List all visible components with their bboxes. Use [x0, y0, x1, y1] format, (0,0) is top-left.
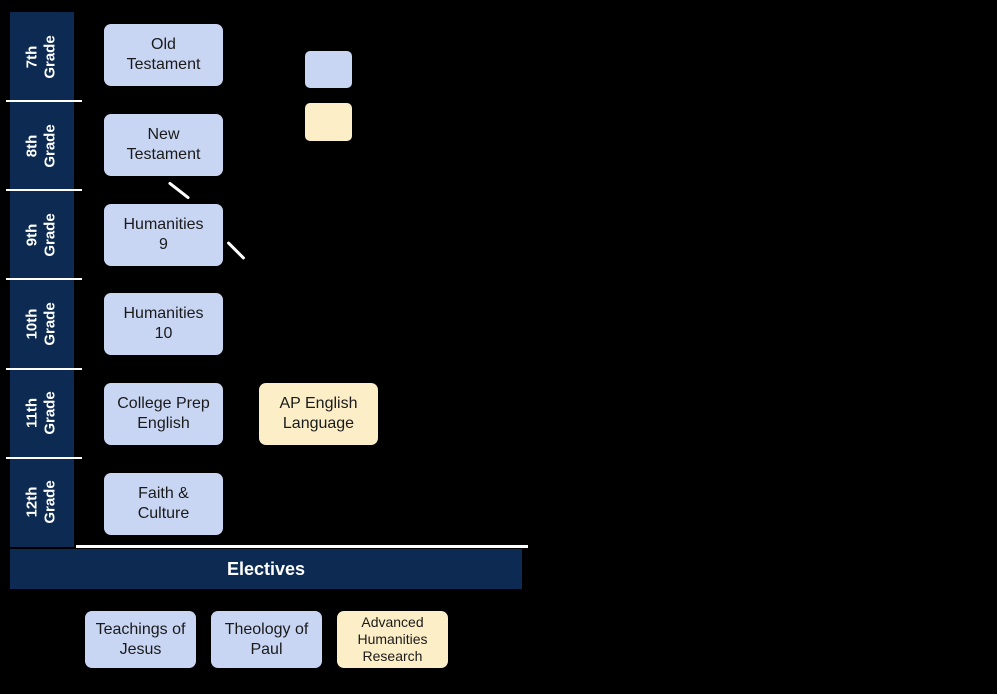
grade-9th: 9th Grade — [10, 190, 74, 279]
grade-12th-label: 12th Grade — [24, 480, 60, 523]
grade-11th-label: 11th Grade — [24, 391, 60, 434]
elective-advanced-humanities-research: Advanced Humanities Research — [337, 611, 448, 668]
grade-11th-word: Grade — [41, 390, 59, 435]
grade-divider — [6, 368, 82, 370]
grade-7th-label: 7th Grade — [24, 35, 60, 78]
grade-7th: 7th Grade — [10, 12, 74, 101]
grade-11th-number: 11th — [23, 397, 41, 428]
grade-12th: 12th Grade — [10, 457, 74, 546]
grade-8th-number: 8th — [23, 134, 41, 157]
course-old-testament: Old Testament — [104, 24, 223, 86]
course-humanities-10: Humanities 10 — [104, 293, 223, 355]
grade-8th: 8th Grade — [10, 101, 74, 190]
course-ap-english-language: AP English Language — [259, 383, 378, 445]
grade-10th: 10th Grade — [10, 279, 74, 368]
course-humanities-9: Humanities 9 — [104, 204, 223, 266]
grade-12th-number: 12th — [23, 486, 41, 517]
connector-dash — [167, 181, 191, 200]
grade-11th: 11th Grade — [10, 368, 74, 457]
elective-theology-of-paul: Theology of Paul — [211, 611, 322, 668]
grade-7th-word: Grade — [41, 34, 59, 79]
electives-divider — [76, 545, 528, 548]
legend-standard-swatch — [305, 51, 352, 88]
grade-9th-word: Grade — [41, 212, 59, 257]
connector-dash — [226, 240, 246, 261]
grade-divider — [6, 278, 82, 280]
course-college-prep-english: College Prep English — [104, 383, 223, 445]
grade-divider — [6, 189, 82, 191]
grade-10th-number: 10th — [23, 308, 41, 339]
grade-8th-label: 8th Grade — [24, 124, 60, 167]
electives-header: Electives — [10, 549, 522, 589]
grade-divider — [6, 457, 82, 459]
grade-7th-number: 7th — [23, 45, 41, 68]
course-faith-culture: Faith & Culture — [104, 473, 223, 535]
grade-divider — [6, 100, 82, 102]
grade-10th-word: Grade — [41, 301, 59, 346]
grade-12th-word: Grade — [41, 479, 59, 524]
legend-advanced-swatch — [305, 103, 352, 141]
grade-10th-label: 10th Grade — [24, 302, 60, 345]
course-new-testament: New Testament — [104, 114, 223, 176]
elective-teachings-of-jesus: Teachings of Jesus — [85, 611, 196, 668]
grade-9th-number: 9th — [23, 223, 41, 246]
grade-9th-label: 9th Grade — [24, 213, 60, 256]
electives-title: Electives — [226, 558, 306, 579]
grade-8th-word: Grade — [41, 123, 59, 168]
